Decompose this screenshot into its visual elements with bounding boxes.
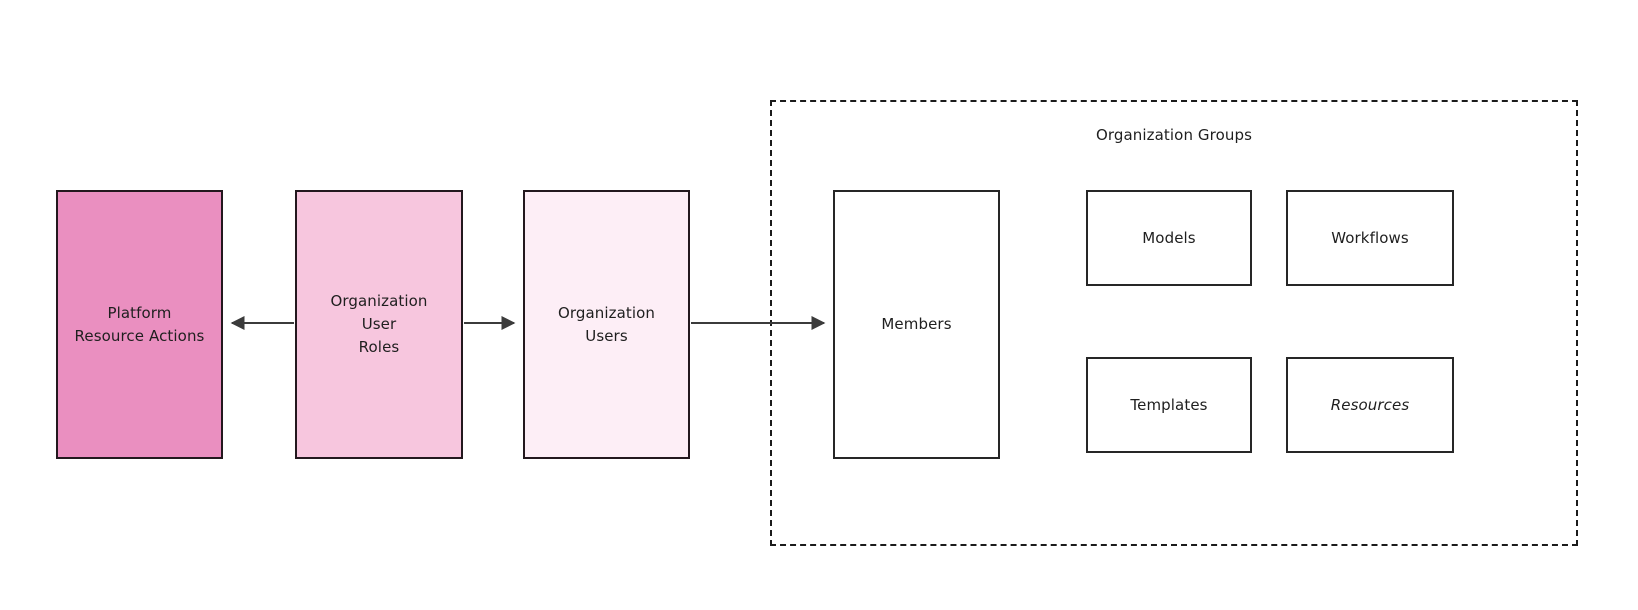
node-resources[interactable]: Resources: [1286, 357, 1454, 453]
node-templates[interactable]: Templates: [1086, 357, 1252, 453]
node-organization-users[interactable]: Organization Users: [523, 190, 690, 459]
node-members-label: Members: [881, 315, 952, 334]
node-workflows-label: Workflows: [1331, 228, 1409, 247]
node-organization-users-label: Organization Users: [557, 303, 656, 345]
node-platform-resource-actions-label: Platform Resource Actions: [74, 303, 205, 345]
node-resources-label: Resources: [1330, 395, 1410, 414]
node-models-label: Models: [1142, 228, 1196, 247]
node-platform-resource-actions[interactable]: Platform Resource Actions: [56, 190, 223, 459]
node-models[interactable]: Models: [1086, 190, 1252, 286]
node-workflows[interactable]: Workflows: [1286, 190, 1454, 286]
node-organization-user-roles[interactable]: Organization User Roles: [295, 190, 463, 459]
organization-groups-title: Organization Groups: [1095, 126, 1253, 144]
node-members[interactable]: Members: [833, 190, 1000, 459]
node-templates-label: Templates: [1130, 395, 1208, 414]
node-organization-user-roles-label: Organization User Roles: [330, 292, 428, 356]
